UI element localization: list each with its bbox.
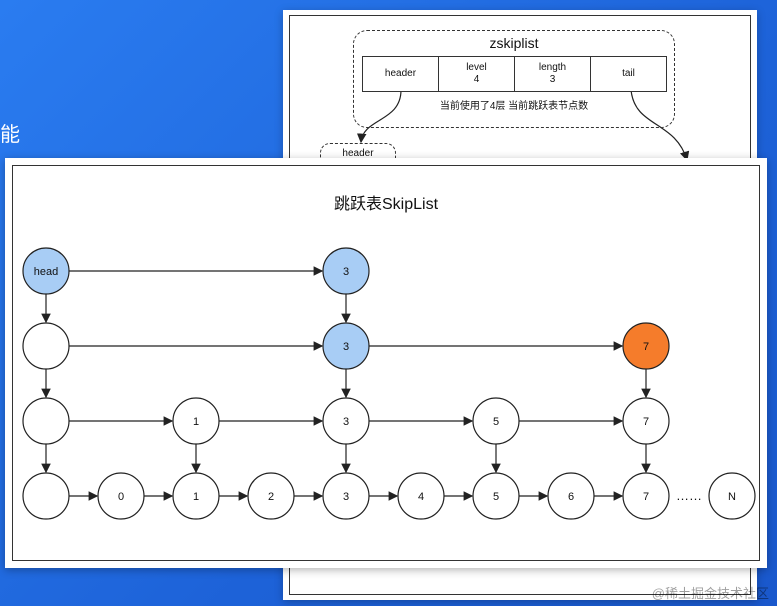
slide-text-fragment: 能: [0, 124, 20, 146]
field-tail: tail: [590, 56, 667, 92]
node-label: 3: [343, 491, 349, 503]
node-r1c4: 3: [322, 322, 370, 370]
node-circle: [622, 322, 670, 370]
node-circle: [472, 397, 520, 445]
node-circle: [397, 472, 445, 520]
node-label: 3: [343, 416, 349, 428]
node-r3c1: 0: [97, 472, 145, 520]
node-label: 7: [643, 416, 649, 428]
field-level: level 4: [438, 56, 515, 92]
field-length: length 3: [514, 56, 591, 92]
field-label: length: [538, 62, 567, 73]
node-r3c3: 2: [247, 472, 295, 520]
node-circle: [22, 472, 70, 520]
node-r2c4: 3: [322, 397, 370, 445]
node-label: 1: [193, 491, 199, 503]
zskiplist-fields: header level 4 length 3 tail: [362, 56, 667, 92]
node-circle: [622, 397, 670, 445]
node-label: 7: [643, 341, 649, 353]
header-pointer-arrow: [356, 89, 402, 144]
node-circle: [22, 322, 70, 370]
node-r3c8: 7: [622, 472, 670, 520]
node-r0c4: 3: [322, 247, 370, 295]
zskiplist-struct: zskiplist header level 4 length 3 tail 当…: [353, 30, 675, 128]
node-r1c8: 7: [622, 322, 670, 370]
field-value: 3: [549, 74, 556, 85]
node-r3c4: 3: [322, 472, 370, 520]
node-label: 1: [193, 416, 199, 428]
node-circle: [472, 472, 520, 520]
node-tailN: N: [708, 472, 756, 520]
node-r3c2: 1: [172, 472, 220, 520]
field-header: header: [362, 56, 439, 92]
node-label: 5: [493, 491, 499, 503]
node-label: 3: [343, 341, 349, 353]
node-label: head: [34, 266, 58, 278]
node-circle: [172, 472, 220, 520]
node-r3c5: 4: [397, 472, 445, 520]
node-circle: [547, 472, 595, 520]
node-r2c2: 1: [172, 397, 220, 445]
node-circle: [708, 472, 756, 520]
tail-pointer-arrow: [630, 89, 690, 162]
watermark: @稀土掘金技术社区: [651, 586, 769, 601]
field-label: tail: [622, 68, 635, 79]
node-circle: [22, 247, 70, 295]
skiplist-title: 跳跃表SkipList: [333, 196, 439, 213]
node-r3c7: 6: [547, 472, 595, 520]
node-circle: [22, 397, 70, 445]
node-r2c6: 5: [472, 397, 520, 445]
field-value: 4: [473, 74, 480, 85]
node-label: 6: [568, 491, 574, 503]
node-circle: [247, 472, 295, 520]
node-label: 5: [493, 416, 499, 428]
node-head: head: [22, 247, 70, 295]
node-circle: [322, 247, 370, 295]
node-circle: [322, 322, 370, 370]
node-circle: [622, 472, 670, 520]
node-r3c6: 5: [472, 472, 520, 520]
field-label: level: [466, 62, 487, 73]
node-r1c0: [22, 322, 70, 370]
node-r2c0: [22, 397, 70, 445]
node-r2c8: 7: [622, 397, 670, 445]
node-label: 0: [118, 491, 124, 503]
node-label: N: [728, 491, 736, 503]
field-label: header: [384, 68, 417, 79]
ellipsis-text: ……: [676, 488, 702, 503]
zskiplist-note: 当前使用了4层 当前跳跃表节点数: [439, 101, 589, 112]
node-r3c0: [22, 472, 70, 520]
node-circle: [322, 472, 370, 520]
node-label: 7: [643, 491, 649, 503]
zskiplist-title: zskiplist: [489, 35, 539, 51]
zskiplist-arrows: [356, 89, 690, 162]
node-label: 3: [343, 266, 349, 278]
node-label: 4: [418, 491, 424, 503]
node-circle: [97, 472, 145, 520]
node-circle: [322, 397, 370, 445]
node-circle: [172, 397, 220, 445]
node-label: 2: [268, 491, 274, 503]
